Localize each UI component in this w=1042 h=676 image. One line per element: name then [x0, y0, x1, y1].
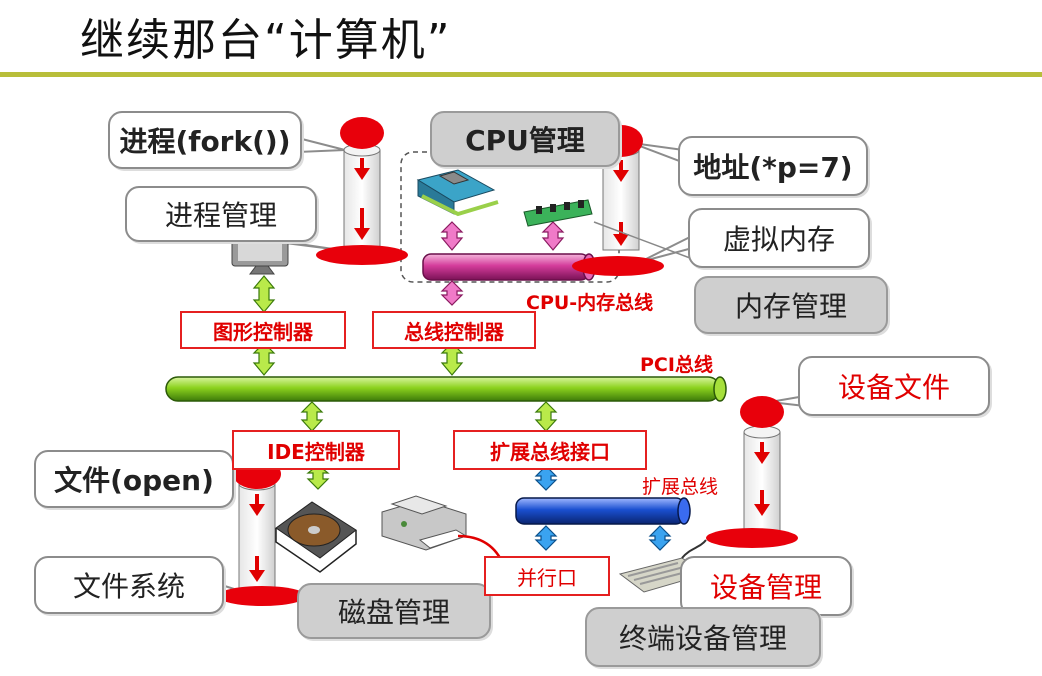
cpu-memory-bus [422, 253, 596, 281]
bus-controller: 总线控制器 [372, 311, 536, 349]
memory-module-icon [523, 199, 593, 227]
expansion-bus-interface: 扩展总线接口 [453, 430, 647, 470]
callout-virtual-memory: 虚拟内存 [688, 208, 870, 268]
expansion-bus-label: 扩展总线 [642, 476, 719, 498]
fork-cylinder [316, 117, 408, 265]
callout-disk-management: 磁盘管理 [297, 583, 491, 639]
callout-address: 地址(*p=7) [678, 136, 868, 196]
expansion-bus [515, 497, 691, 525]
parallel-port: 并行口 [484, 556, 610, 596]
callout-memory-management: 内存管理 [694, 276, 888, 334]
cpu-chip-icon [416, 169, 499, 217]
title-divider [0, 72, 1042, 77]
cpu-memory-bus-label: CPU-内存总线 [526, 292, 654, 314]
pci-bus [165, 376, 727, 402]
green-arrows [252, 275, 558, 490]
callout-device-file: 设备文件 [798, 356, 990, 416]
callout-process-management: 进程管理 [125, 186, 317, 242]
callout-terminal-device-management: 终端设备管理 [585, 607, 821, 667]
ide-controller: IDE控制器 [232, 430, 400, 470]
pci-bus-label: PCI总线 [640, 354, 713, 376]
device-file-cylinder [706, 396, 798, 548]
callout-process-fork: 进程(fork()) [108, 111, 302, 169]
printer-icon [381, 495, 468, 551]
callout-file-system: 文件系统 [34, 556, 224, 614]
callout-cpu-management: CPU管理 [430, 111, 620, 167]
page-title: 继续那台“计算机” [80, 15, 452, 66]
blue-arrows [534, 465, 672, 551]
callout-file-open: 文件(open) [34, 450, 234, 508]
graphics-controller: 图形控制器 [180, 311, 346, 349]
pink-arrows [440, 221, 565, 306]
hard-disk-icon [275, 501, 357, 573]
